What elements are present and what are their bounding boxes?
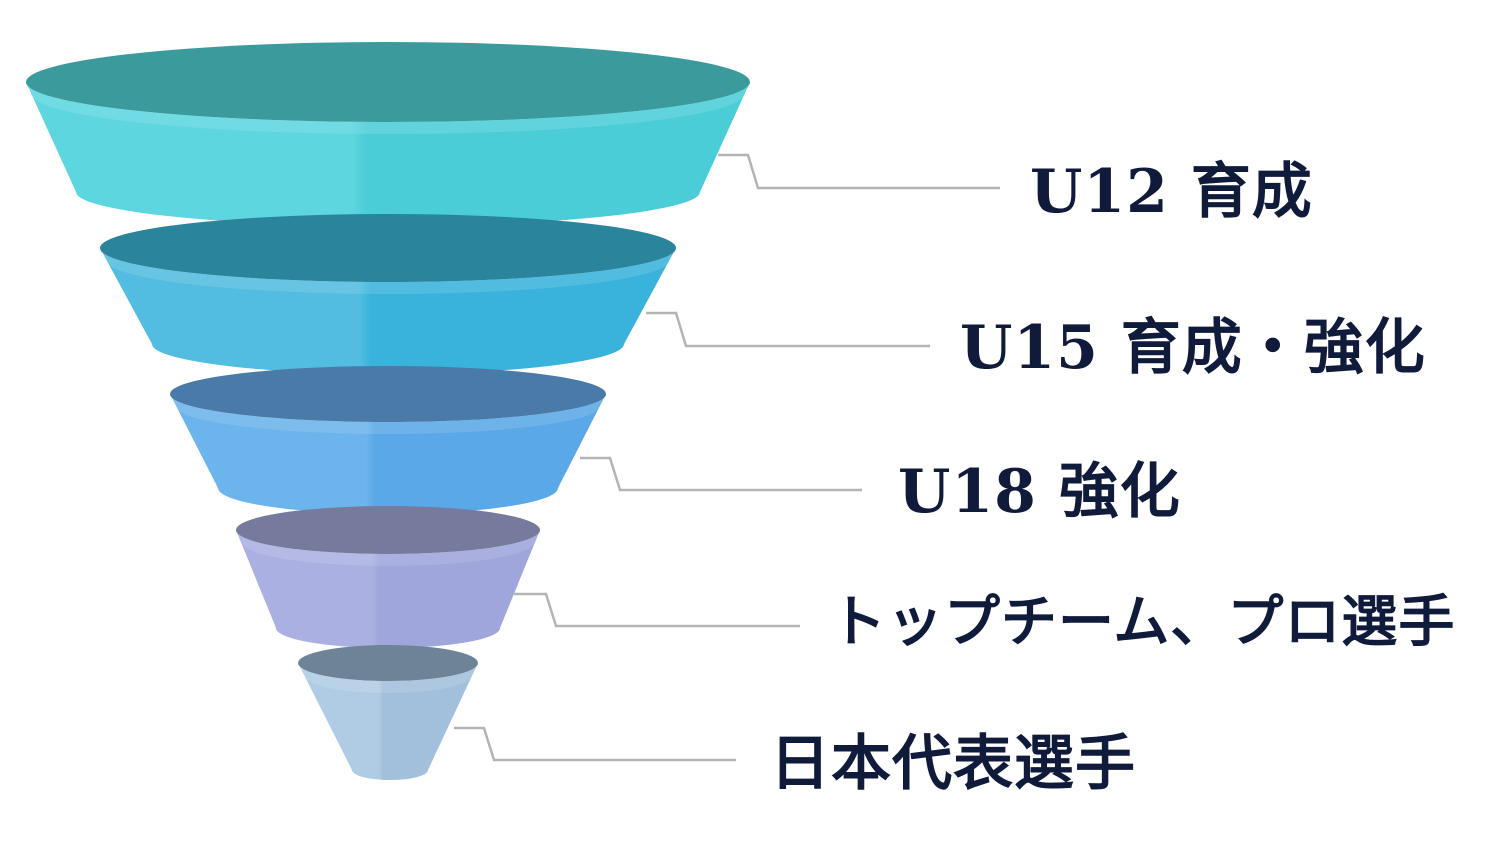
funnel-rim-top-team bbox=[236, 530, 540, 566]
funnel-body-u15 bbox=[100, 248, 676, 374]
funnel-level-u18 bbox=[170, 366, 606, 514]
funnel-rim-u18 bbox=[170, 394, 606, 434]
level-label-u12: U12 育成 bbox=[1030, 157, 1313, 227]
funnel-top-u18 bbox=[170, 366, 606, 422]
funnel-body-national-team bbox=[298, 663, 478, 780]
funnel-level-national-team bbox=[298, 645, 478, 780]
funnel-body-u12 bbox=[26, 82, 750, 226]
funnel-level-top-team bbox=[236, 506, 540, 648]
level-label-national-team: 日本代表選手 bbox=[770, 729, 1136, 799]
connector-line-u18 bbox=[580, 456, 862, 492]
level-label-u18: U18 強化 bbox=[898, 457, 1181, 527]
funnel-rim-u12 bbox=[26, 82, 750, 134]
funnel-rim-national-team bbox=[298, 663, 478, 693]
connector-line-top-team bbox=[514, 592, 800, 628]
level-label-u15: U15 育成・強化 bbox=[960, 313, 1426, 383]
funnel-top-top-team bbox=[236, 506, 540, 554]
connector-line-u12 bbox=[718, 153, 1000, 190]
level-label-top-team: トップチーム、プロ選手 bbox=[830, 589, 1456, 655]
funnel-top-u12 bbox=[26, 42, 750, 122]
funnel-level-u15 bbox=[100, 214, 676, 374]
funnel-body-top-team bbox=[236, 530, 540, 648]
funnel-body-u18 bbox=[170, 394, 606, 514]
funnel-level-u12 bbox=[26, 42, 750, 226]
funnel-rim-u15 bbox=[100, 248, 676, 294]
funnel-top-national-team bbox=[298, 645, 478, 681]
connector-line-national-team bbox=[454, 726, 736, 762]
connector-line-u15 bbox=[646, 311, 930, 348]
funnel-top-u15 bbox=[100, 214, 676, 282]
